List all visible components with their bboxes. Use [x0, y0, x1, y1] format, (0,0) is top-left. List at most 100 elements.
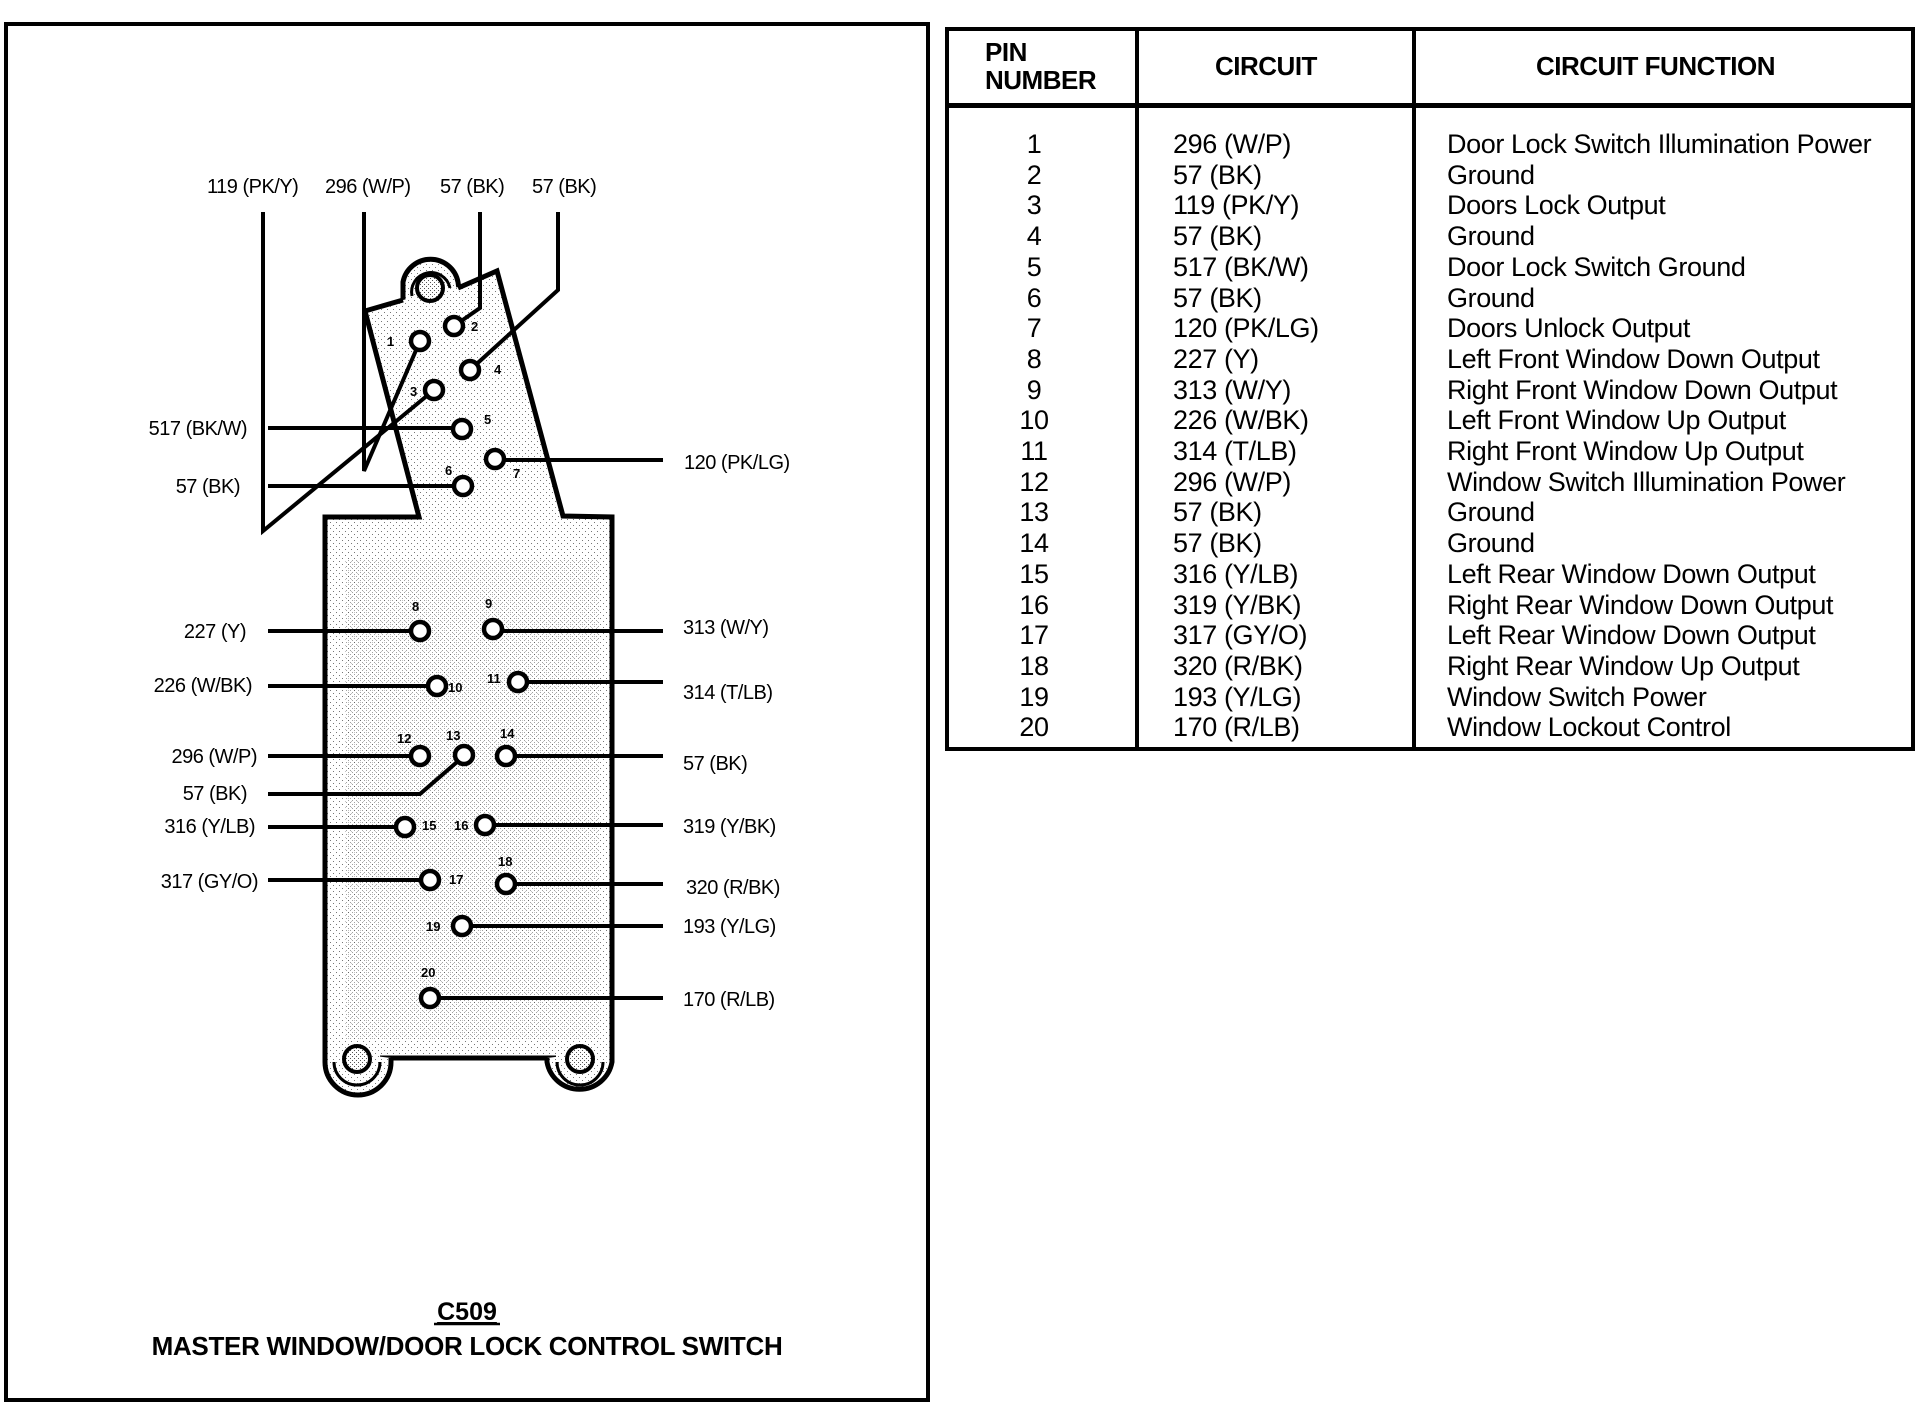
circuit-cell: 226 (W/BK) [1173, 405, 1309, 436]
circuit-cell: 227 (Y) [1173, 343, 1259, 374]
bottom-left-mount [322, 1044, 394, 1098]
pin-10 [425, 674, 449, 698]
pin-13 [452, 743, 476, 767]
pin-number: 16 [454, 818, 468, 833]
function-cell: Window Switch Power [1447, 681, 1707, 712]
pin-cell: 3 [1026, 190, 1042, 221]
wire-label-pin7: 120 (PK/LG) [684, 452, 790, 474]
function-cell: Right Front Window Down Output [1447, 374, 1838, 405]
pin-cell: 13 [1019, 497, 1049, 528]
pin-4 [458, 358, 482, 382]
pin-number: 5 [484, 412, 491, 427]
pin-cell: 2 [1026, 159, 1042, 190]
pin-cell: 20 [1019, 712, 1049, 743]
pin-cell: 17 [1019, 620, 1049, 651]
wire-label-pin9: 313 (W/Y) [683, 617, 769, 639]
wire-label-pin11: 314 (T/LB) [683, 682, 772, 704]
pin-number: 19 [426, 919, 440, 934]
function-cell: Ground [1447, 497, 1535, 528]
pin-number: 9 [485, 596, 492, 611]
pin-3 [422, 378, 446, 402]
pin-16 [473, 813, 497, 837]
header-pin-line2: NUMBER [985, 65, 1097, 95]
pin-15 [393, 815, 417, 839]
bottom-right-mount [544, 1044, 615, 1092]
wire-label-pin13: 57 (BK) [183, 783, 247, 805]
table-row: 15 316 (Y/LB) Left Rear Window Down Output [949, 559, 1911, 590]
wire-label-pin8: 227 (Y) [184, 621, 246, 643]
header-circuit-function: CIRCUIT FUNCTION [1536, 51, 1775, 81]
pin-cell: 15 [1019, 558, 1049, 589]
wire-pin13 [268, 754, 466, 796]
function-cell: Right Rear Window Up Output [1447, 650, 1800, 681]
pin-cell: 12 [1019, 466, 1049, 497]
bolt-icon [565, 1044, 595, 1074]
pin-number: 18 [498, 854, 512, 869]
pin-1 [408, 329, 432, 353]
wire-label-pin6: 57 (BK) [176, 476, 240, 498]
pin-19 [450, 914, 474, 938]
wire-pin4 [468, 212, 560, 372]
pin-cell: 5 [1026, 251, 1042, 282]
function-cell: Ground [1447, 528, 1535, 559]
function-cell: Door Lock Switch Ground [1447, 251, 1746, 282]
circuit-cell: 57 (BK) [1173, 221, 1262, 252]
circuit-cell: 316 (Y/LB) [1173, 558, 1299, 589]
wire-label-pin12: 296 (W/P) [171, 746, 257, 768]
pin-number: 7 [513, 466, 520, 481]
wire-label-pin14: 57 (BK) [683, 753, 747, 775]
pin-20 [418, 986, 442, 1010]
header-circuit: CIRCUIT [1215, 51, 1317, 81]
pin-cell: 16 [1019, 589, 1049, 620]
circuit-cell: 193 (Y/LG) [1173, 681, 1302, 712]
function-cell: Left Front Window Up Output [1447, 405, 1786, 436]
pin-number: 14 [500, 726, 515, 741]
table-row: 13 57 (BK) Ground [949, 497, 1911, 528]
wire-pin1 [362, 212, 422, 472]
top-bolt-icon [415, 273, 445, 303]
connector-title: MASTER WINDOW/DOOR LOCK CONTROL SWITCH [152, 1331, 783, 1361]
circuit-cell: 314 (T/LB) [1173, 436, 1297, 466]
wire-label-pin3: 119 (PK/Y) [207, 176, 298, 198]
wire-label-pin5: 517 (BK/W) [149, 418, 247, 440]
pins [393, 314, 530, 1010]
function-cell: Door Lock Switch Illumination Power [1447, 129, 1872, 159]
function-cell: Window Switch Illumination Power [1447, 466, 1846, 497]
function-cell: Ground [1447, 159, 1535, 190]
pin-number: 1 [387, 334, 394, 349]
pin-9 [481, 617, 505, 641]
pin-numbers: 1 2 3 4 5 6 7 8 9 10 11 12 13 14 15 16 1… [387, 319, 520, 980]
column-divider [1135, 31, 1139, 747]
wire-label-pin19: 193 (Y/LG) [683, 916, 776, 938]
wire-label-pin1: 296 (W/P) [325, 176, 411, 198]
bolt-icon [342, 1044, 372, 1074]
pin-cell: 7 [1026, 313, 1042, 344]
diagram-frame [4, 22, 930, 1402]
pin-8 [408, 619, 432, 643]
column-divider [1412, 31, 1416, 747]
pin-cell: 9 [1026, 374, 1042, 405]
pin-cell: 11 [1020, 436, 1048, 466]
function-cell: Left Rear Window Down Output [1447, 558, 1816, 589]
circuit-cell: 57 (BK) [1173, 497, 1262, 528]
wire-label-pin16: 319 (Y/BK) [683, 816, 776, 838]
pin-6 [451, 474, 475, 498]
wire-label-pin2: 57 (BK) [440, 176, 504, 198]
pin-17 [418, 868, 442, 892]
pin-number: 12 [397, 731, 411, 746]
wire-label-pin4: 57 (BK) [532, 176, 596, 198]
pin-cell: 19 [1019, 681, 1049, 712]
circuit-cell: 313 (W/Y) [1173, 374, 1291, 405]
